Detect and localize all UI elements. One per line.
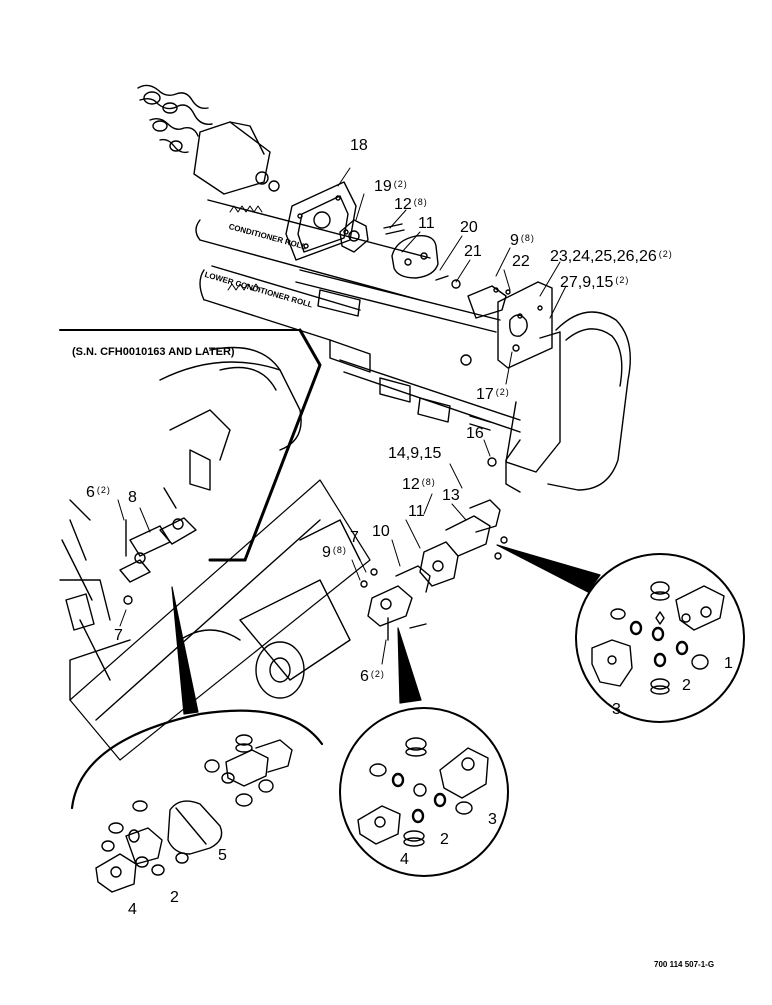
callout-20: 20 [460,219,478,236]
callout-23-qty: (2) [658,249,673,259]
callout-19: 19(2) [374,176,408,195]
callout-12-upper-num: 12 [394,196,412,213]
callout-13: 13 [442,487,460,504]
detail2-callout-2: 2 [440,831,449,848]
detail1-callout-3: 3 [612,701,621,718]
callout-6-left-qty: (2) [96,485,111,495]
detail1-callout-2: 2 [682,677,691,694]
flange-bearing [339,219,369,253]
document-number: 700 114 507-1-G [654,960,715,969]
callout-27-num: 27,9,15 [560,274,614,291]
callout-12-upper: 12(8) [394,194,428,213]
callout-27-qty: (2) [615,275,630,285]
callout-23-num: 23,24,25,26,26 [550,248,657,265]
callout-17: 17(2) [476,384,510,403]
detail-view-2 [339,707,509,877]
callout-8: 8 [128,489,137,506]
callout-12-lower-num: 12 [402,476,420,493]
callout-6-lower-qty: (2) [370,669,385,679]
callout-9-upper-num: 9 [510,232,519,249]
callout-17-qty: (2) [495,387,510,397]
conditioner-rolls [195,199,431,341]
callout-12-upper-qty: (8) [413,197,428,207]
callout-9-lower: 9(8) [322,542,347,561]
detail-pointers [171,544,601,715]
callout-6-left: 6(2) [86,482,111,501]
callout-6-lower: 6(2) [360,666,385,685]
detail2-callout-4: 4 [400,851,409,868]
callout-10: 10 [372,523,390,540]
callout-16: 16 [466,425,484,442]
callout-6-left-num: 6 [86,484,95,501]
drive-shaft [295,269,521,467]
callout-7-lower: 7 [350,529,359,546]
callout-9-lower-qty: (8) [332,545,347,555]
detail1-callout-1: 1 [724,655,733,672]
detail3-callout-5: 5 [218,847,227,864]
leader-lines [117,167,567,665]
universal-joint-left [119,487,197,605]
callout-11-lower: 11 [408,503,425,520]
callout-6-lower-num: 6 [360,668,369,685]
lower-coupling [360,499,508,641]
coupling-upper [383,223,511,319]
callout-12-lower: 12(8) [402,474,436,493]
hydraulic-hoses [137,84,280,195]
detail-view-3 [70,709,324,893]
serial-number-note: (S.N. CFH0010163 AND LATER) [72,346,235,358]
callout-7-left: 7 [114,627,123,644]
callout-12-lower-qty: (8) [421,477,436,487]
left-section-frame [59,328,322,631]
lower-frame [59,479,371,761]
detail3-callout-4: 4 [128,901,137,918]
callout-19-num: 19 [374,178,392,195]
callout-19-qty: (2) [393,179,408,189]
gearbox-housing [497,281,631,493]
callout-22: 22 [512,253,530,270]
callout-23: 23,24,25,26,26(2) [550,246,673,265]
detail2-callout-3: 3 [488,811,497,828]
callout-14: 14,9,15 [388,445,442,462]
callout-18: 18 [350,137,368,154]
detail3-callout-2: 2 [170,889,179,906]
callout-9-lower-num: 9 [322,544,331,561]
callout-11-upper: 11 [418,215,435,232]
callout-17-num: 17 [476,386,494,403]
callout-27: 27,9,15(2) [560,272,629,291]
callout-9-upper-qty: (8) [520,233,535,243]
callout-21: 21 [464,243,482,260]
callout-9-upper: 9(8) [510,230,535,249]
detail-view-1 [575,553,745,723]
